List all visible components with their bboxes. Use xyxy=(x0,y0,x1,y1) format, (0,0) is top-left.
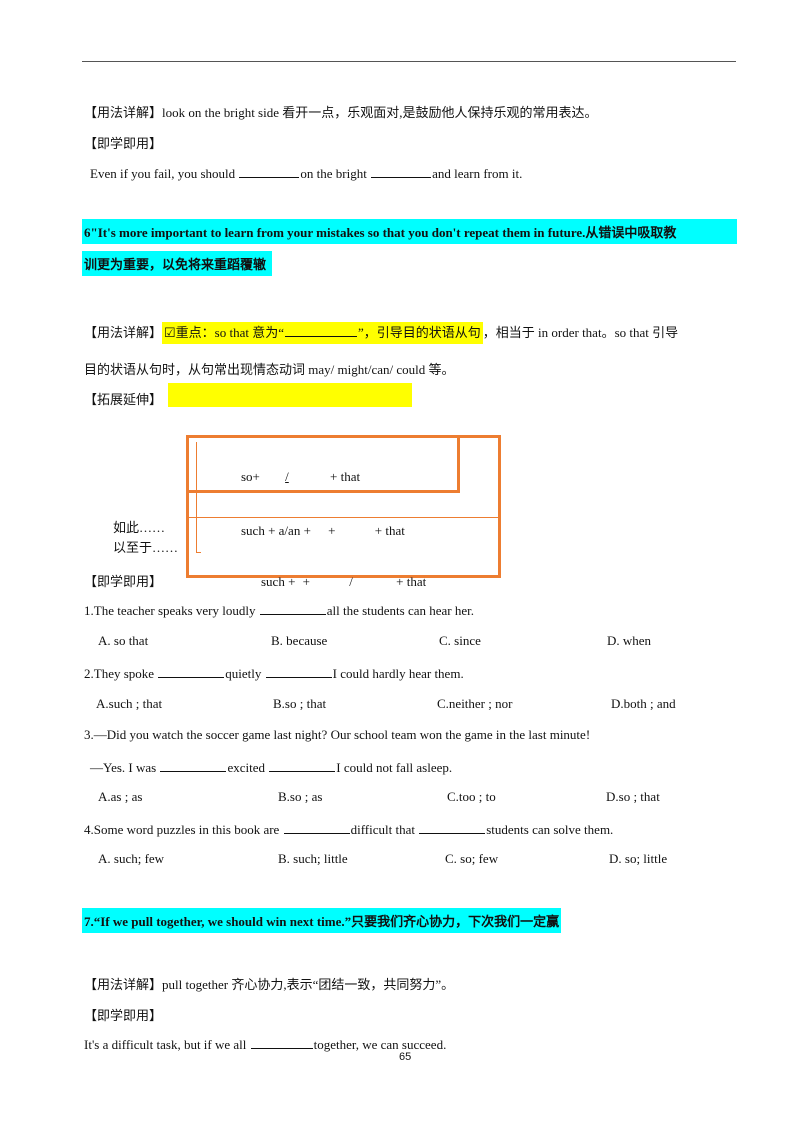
header-rule xyxy=(82,61,736,62)
question-text: all the students can hear her. xyxy=(326,603,474,618)
answer-blank[interactable] xyxy=(160,758,227,772)
sentence-7-text: 7.“If we pull together, we should win ne… xyxy=(82,908,562,933)
usage-label: 【用法详解】 xyxy=(84,977,163,992)
sentence-7-heading: 7.“If we pull together, we should win ne… xyxy=(82,908,562,933)
q3-option-c[interactable]: C.too ; to xyxy=(447,789,496,804)
diagram-bracket-left xyxy=(196,442,201,553)
question-4: 4.Some word puzzles in this book are dif… xyxy=(84,820,613,838)
question-2: 2.They spoke quietly I could hardly hear… xyxy=(84,664,464,682)
answer-blank[interactable] xyxy=(371,164,432,178)
answer-blank[interactable] xyxy=(419,820,486,834)
usage-line-pull-together: 【用法详解】pull together 齐心协力,表示“团结一致，共同努力”。 xyxy=(84,974,454,993)
q2-option-b[interactable]: B.so ; that xyxy=(273,696,327,711)
q2-option-a[interactable]: A.such ; that xyxy=(96,696,163,711)
sentence-6-line1: 6"It's more important to learn from your… xyxy=(82,219,737,244)
practice-text: It's a difficult task, but if we all xyxy=(84,1037,250,1052)
q4-option-a[interactable]: A. such; few xyxy=(98,851,165,866)
diagram-side-label-2: 以至于…… xyxy=(113,540,179,555)
answer-blank[interactable] xyxy=(269,758,336,772)
diagram-row-so: so+ / + that xyxy=(241,469,360,485)
diagram-text: + that xyxy=(330,469,361,484)
q3-option-d[interactable]: D.so ; that xyxy=(606,789,660,804)
answer-blank[interactable] xyxy=(285,324,357,337)
diagram-divider xyxy=(186,517,501,519)
question-text: I could not fall asleep. xyxy=(336,760,453,775)
question-text: excited xyxy=(227,760,269,775)
diagram-text: + that xyxy=(374,523,405,538)
practice-label-3: 【即学即用】 xyxy=(84,1008,163,1023)
practice-sentence-look: Even if you fail, you should on the brig… xyxy=(90,164,522,182)
answer-blank[interactable] xyxy=(259,601,326,615)
diagram-text: such + xyxy=(261,574,296,587)
diagram-text: such + a/an + xyxy=(241,523,311,538)
answer-blank[interactable] xyxy=(250,1035,313,1049)
diagram-so-box xyxy=(186,435,460,493)
usage-line-look: 【用法详解】look on the bright side 看开一点，乐观面对,… xyxy=(84,102,598,121)
answer-blank[interactable] xyxy=(239,164,300,178)
diagram-slash: / xyxy=(349,574,353,587)
diagram-row-such: such + + / + that xyxy=(261,574,426,587)
question-text: students can solve them. xyxy=(486,822,614,837)
diagram-text: + xyxy=(302,574,311,587)
q1-option-d[interactable]: D. when xyxy=(607,633,652,648)
key-point-highlight: ☑重点：so that 意为“ ”，引导目的状语从句 xyxy=(162,322,483,344)
extend-highlight-bar xyxy=(168,383,412,407)
answer-blank[interactable] xyxy=(283,820,350,834)
diagram-text: + xyxy=(328,523,336,538)
practice-text: together, we can succeed. xyxy=(313,1037,447,1052)
diagram-slash: / xyxy=(285,469,289,484)
question-3: 3.—Did you watch the soccer game last ni… xyxy=(84,727,591,742)
question-text: 4.Some word puzzles in this book are xyxy=(84,822,283,837)
answer-blank[interactable] xyxy=(265,664,332,678)
diagram-row-such-a: such + a/an + + + that xyxy=(241,523,405,539)
diagram-text: + that xyxy=(396,574,427,587)
q3-option-b[interactable]: B.so ; as xyxy=(278,789,323,804)
usage-line-so-that-2: 目的状语从句时，从句常出现情态动词 may/ might/can/ could … xyxy=(84,362,455,377)
practice-text: Even if you fail, you should xyxy=(90,166,239,181)
extend-label: 【拓展延伸】 xyxy=(84,392,163,407)
usage-text: pull together 齐心协力,表示“团结一致，共同努力”。 xyxy=(162,977,455,992)
diagram-text: so+ xyxy=(241,469,260,484)
q4-option-d[interactable]: D. so; little xyxy=(609,851,668,866)
question-text: quietly xyxy=(225,666,265,681)
q1-option-a[interactable]: A. so that xyxy=(98,633,149,648)
question-text: 1.The teacher speaks very loudly xyxy=(84,603,259,618)
practice-label-1: 【即学即用】 xyxy=(84,136,163,151)
practice-label-2: 【即学即用】 xyxy=(84,574,163,589)
practice-text: on the bright xyxy=(300,166,371,181)
q2-option-d[interactable]: D.both ; and xyxy=(611,696,676,711)
q3-option-a[interactable]: A.as ; as xyxy=(98,789,143,804)
sentence-6-line2: 训更为重要，以免将来重蹈覆辙 xyxy=(82,251,273,276)
key-point-text: ☑重点：so that 意为“ xyxy=(164,325,284,340)
q1-option-c[interactable]: C. since xyxy=(439,633,481,648)
answer-blank[interactable] xyxy=(158,664,225,678)
question-text: difficult that xyxy=(350,822,419,837)
question-3-reply: —Yes. I was excited I could not fall asl… xyxy=(90,758,452,776)
sentence-6-heading-cont: 训更为重要，以免将来重蹈覆辙 xyxy=(82,251,273,276)
usage-label: 【用法详解】 xyxy=(84,105,163,120)
q1-option-b[interactable]: B. because xyxy=(271,633,328,648)
key-point-text: ”，引导目的状语从句 xyxy=(358,325,481,340)
question-text: 2.They spoke xyxy=(84,666,158,681)
diagram-side-label-1: 如此…… xyxy=(113,520,166,535)
question-text: —Yes. I was xyxy=(90,760,160,775)
usage-label: 【用法详解】 xyxy=(84,325,163,340)
usage-line-so-that: 【用法详解】☑重点：so that 意为“ ”，引导目的状语从句，相当于 in o… xyxy=(84,322,678,344)
q4-option-b[interactable]: B. such; little xyxy=(278,851,348,866)
page-number: 65 xyxy=(399,1051,412,1063)
sentence-6-heading: 6"It's more important to learn from your… xyxy=(82,219,737,249)
practice-sentence-pull: It's a difficult task, but if we all tog… xyxy=(84,1035,446,1053)
usage-text: ，相当于 in order that。so that 引导 xyxy=(482,325,679,340)
usage-text: look on the bright side 看开一点，乐观面对,是鼓励他人保… xyxy=(162,105,598,120)
q2-option-c[interactable]: C.neither ; nor xyxy=(437,696,513,711)
question-1: 1.The teacher speaks very loudly all the… xyxy=(84,601,474,619)
practice-text: and learn from it. xyxy=(432,166,523,181)
q4-option-c[interactable]: C. so; few xyxy=(445,851,499,866)
question-text: I could hardly hear them. xyxy=(332,666,464,681)
